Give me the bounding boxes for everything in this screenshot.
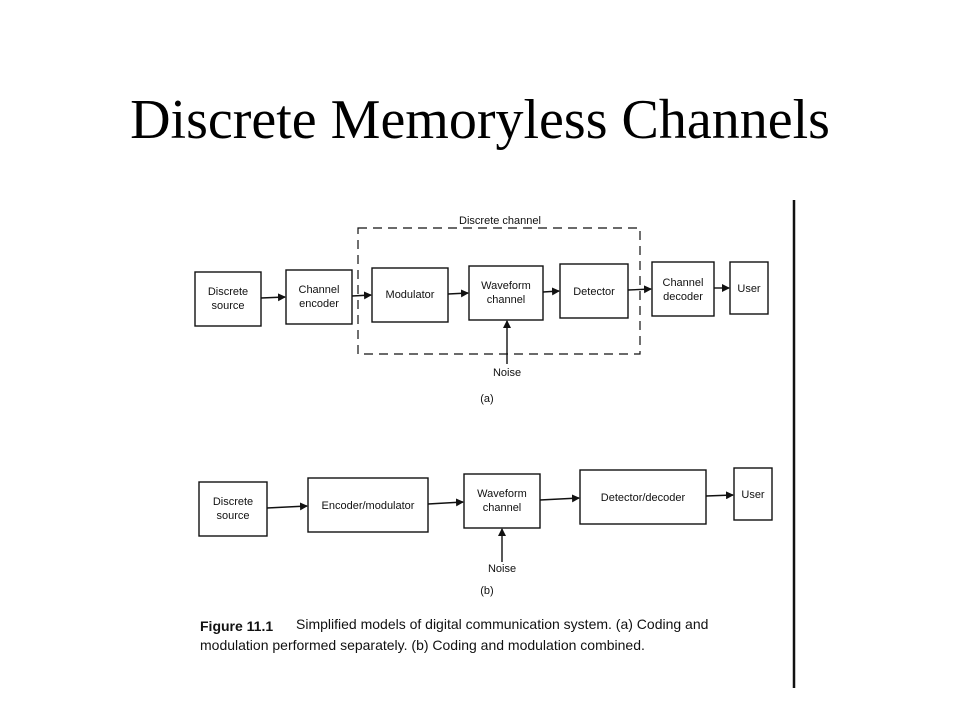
svg-text:source: source <box>211 300 244 312</box>
block-user-a <box>729 261 769 315</box>
svg-text:Discrete: Discrete <box>213 496 253 508</box>
svg-text:channel: channel <box>483 502 522 514</box>
block-user-b <box>733 467 773 521</box>
block-waveform-channel-b <box>463 473 541 529</box>
block-discrete-source-b <box>198 481 268 537</box>
svg-text:User: User <box>741 489 765 501</box>
sub-label-a: (a) <box>480 393 493 405</box>
arrow-b2 <box>427 498 464 507</box>
arrow-b1 <box>266 502 308 511</box>
svg-text:Encoder/modulator: Encoder/modulator <box>322 500 415 512</box>
block-detector-decoder <box>579 469 707 525</box>
block-modulator <box>371 267 449 323</box>
page-title: Discrete Memoryless Channels <box>130 89 830 151</box>
sub-label-b: (b) <box>480 585 493 597</box>
block-discrete-source-a <box>194 271 262 327</box>
figure-caption: Figure 11.1 Simplified models of digital… <box>200 616 708 653</box>
svg-text:Discrete: Discrete <box>208 286 248 298</box>
block-channel-encoder <box>285 269 353 325</box>
svg-text:Detector/decoder: Detector/decoder <box>601 492 686 504</box>
svg-text:Channel: Channel <box>663 277 704 289</box>
block-encoder-modulator <box>307 477 429 533</box>
noise-label-b: Noise <box>488 563 516 575</box>
arrow-a1 <box>260 293 286 302</box>
svg-text:Waveform: Waveform <box>481 280 531 292</box>
caption-line-1: Simplified models of digital communicati… <box>296 616 708 632</box>
svg-text:Modulator: Modulator <box>386 289 435 301</box>
caption-line-2: modulation performed separately. (b) Cod… <box>200 637 645 653</box>
noise-label-a: Noise <box>493 367 521 379</box>
svg-text:source: source <box>216 510 249 522</box>
block-waveform-channel-a <box>468 265 544 321</box>
discrete-channel-boundary <box>357 227 641 355</box>
diagram-a: Discrete channel Discrete source Channel… <box>194 215 769 405</box>
arrow-a2 <box>351 291 372 300</box>
arrow-b4 <box>705 491 734 500</box>
svg-text:Waveform: Waveform <box>477 488 527 500</box>
svg-text:encoder: encoder <box>299 298 339 310</box>
svg-text:Detector: Detector <box>573 286 615 298</box>
caption-figure-label: Figure 11.1 <box>200 618 273 634</box>
svg-text:Channel: Channel <box>299 284 340 296</box>
arrow-a3 <box>447 289 469 298</box>
block-channel-decoder <box>651 261 715 317</box>
svg-text:channel: channel <box>487 294 526 306</box>
arrow-a4 <box>542 287 560 296</box>
arrow-a5 <box>627 285 652 294</box>
arrow-b3 <box>539 494 580 503</box>
discrete-channel-label: Discrete channel <box>459 215 541 227</box>
svg-text:decoder: decoder <box>663 291 703 303</box>
block-detector <box>559 263 629 319</box>
diagram-b: Discrete source Encoder/modulator Wavefo… <box>198 467 773 597</box>
svg-text:User: User <box>737 283 761 295</box>
